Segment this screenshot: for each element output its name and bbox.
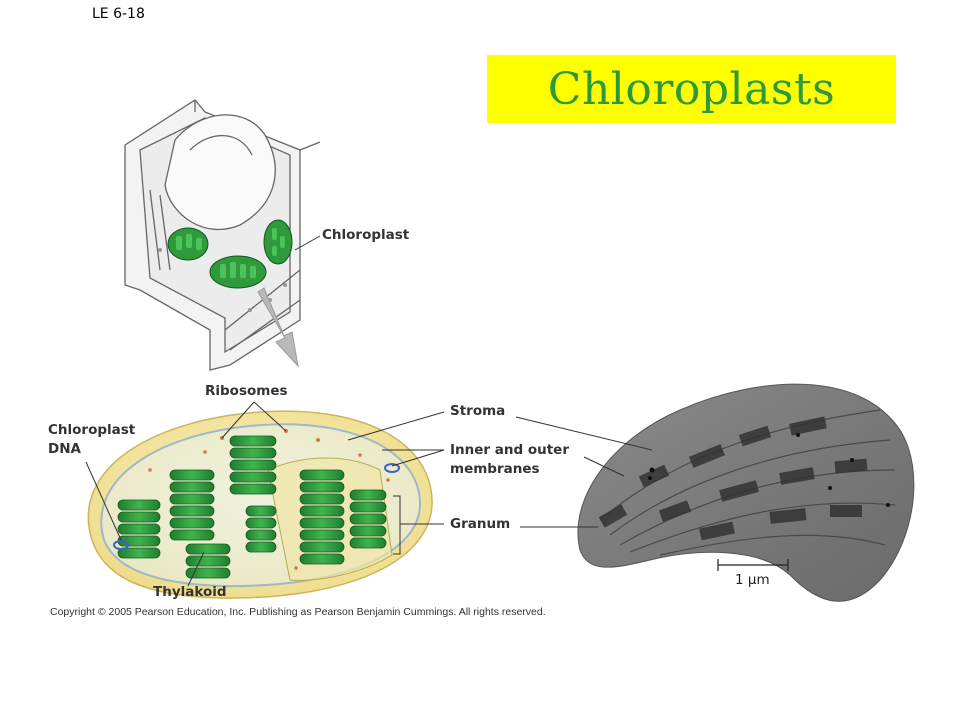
granum-stack bbox=[229, 435, 277, 495]
granum-stack bbox=[299, 469, 345, 565]
chloroplast-label: Chloroplast bbox=[322, 227, 410, 243]
granum-label: Granum bbox=[450, 516, 511, 532]
scale-bar-label: 1 µm bbox=[735, 572, 770, 588]
scale-bar bbox=[717, 559, 789, 571]
plant-cell-illustration bbox=[124, 99, 321, 371]
chloroplast-dna-label-line1: Chloroplast bbox=[48, 422, 136, 438]
chloroplast-dna-ring bbox=[113, 540, 129, 550]
micrograph-leader-lines bbox=[515, 416, 653, 528]
granum-stack bbox=[185, 543, 231, 579]
chloroplast-dna-label-line2: DNA bbox=[48, 441, 81, 457]
granum-stack bbox=[117, 499, 161, 559]
chloroplast-cutaway bbox=[87, 410, 433, 599]
membranes-label: Inner and outer membranes bbox=[450, 441, 569, 479]
thylakoid-label: Thylakoid bbox=[153, 584, 227, 600]
chloroplast-leader-line bbox=[294, 235, 321, 251]
zoom-arrow bbox=[257, 287, 299, 368]
slide-title: Chloroplasts bbox=[547, 63, 836, 115]
membranes-label-line2: membranes bbox=[450, 461, 540, 477]
slide-code: LE 6-18 bbox=[92, 6, 145, 22]
title-banner: Chloroplasts bbox=[487, 55, 896, 123]
chloroplast-dna-ring bbox=[384, 463, 400, 473]
copyright-notice: Copyright © 2005 Pearson Education, Inc.… bbox=[50, 606, 546, 618]
granum-stack bbox=[169, 469, 215, 541]
membranes-label-line1: Inner and outer bbox=[450, 442, 569, 458]
granum-stack bbox=[349, 489, 387, 549]
label-leader-lines bbox=[85, 401, 445, 587]
stroma-label: Stroma bbox=[450, 403, 506, 419]
chloroplast-micrograph bbox=[577, 383, 915, 602]
ribosomes-label: Ribosomes bbox=[205, 383, 288, 399]
grana-stacks bbox=[117, 435, 387, 579]
chloroplast-dna-label: Chloroplast DNA bbox=[48, 421, 135, 459]
cell-chloroplasts bbox=[167, 219, 293, 289]
granum-stack bbox=[245, 505, 277, 553]
